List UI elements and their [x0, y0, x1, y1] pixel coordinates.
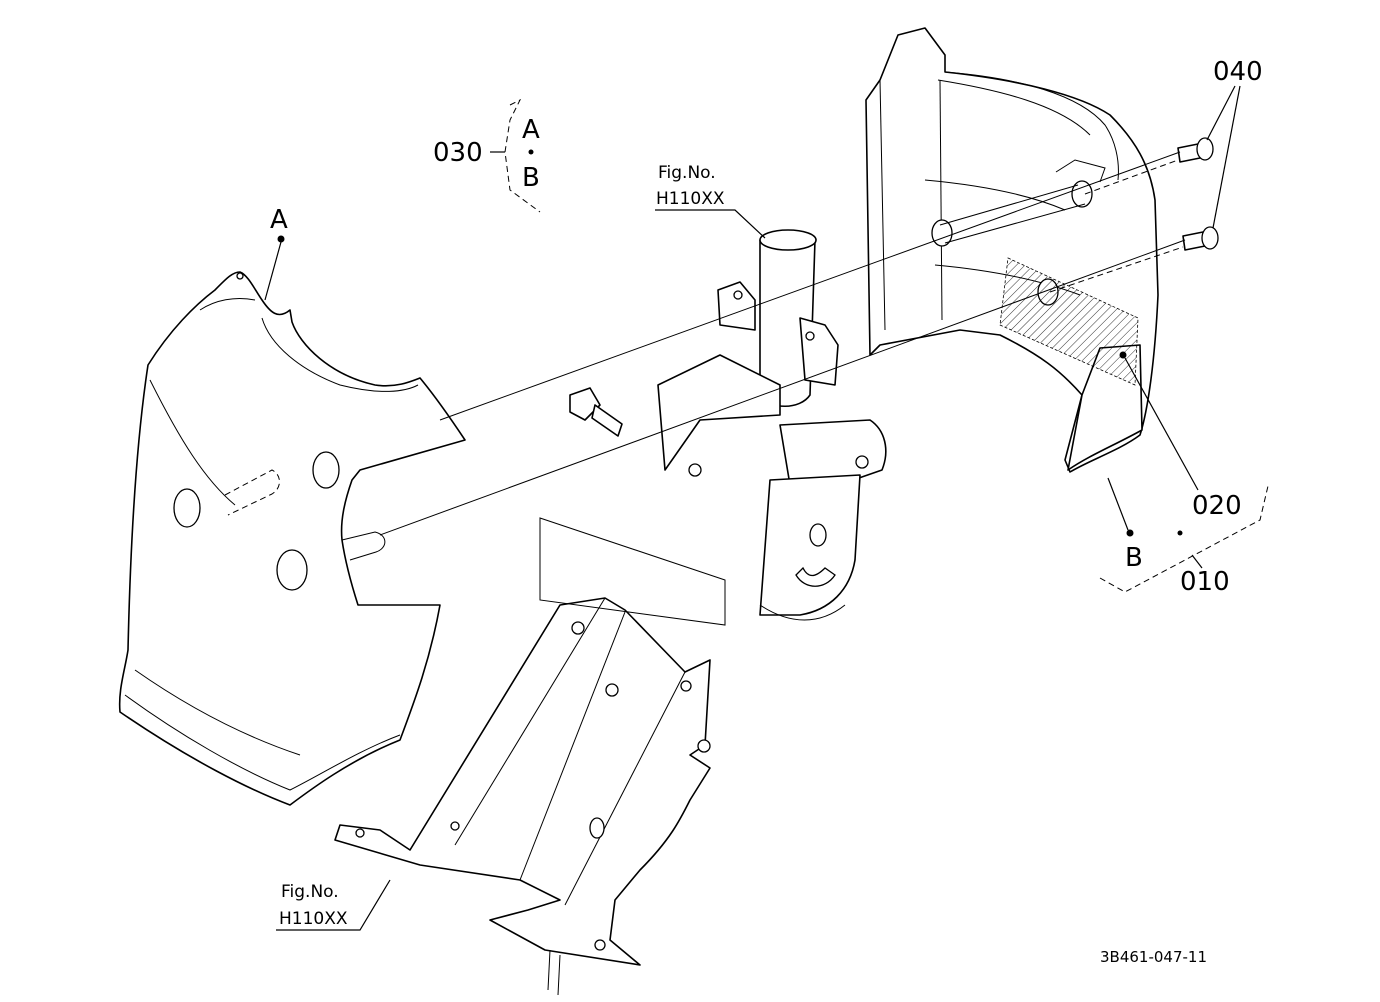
callout-020-label: 020 — [1192, 491, 1242, 521]
steering-column-bracket[interactable] — [657, 229, 887, 621]
right-cover-panel[interactable] — [865, 27, 1159, 473]
ref-a-main-callout: A — [264, 205, 288, 301]
steering-stand-frame[interactable] — [334, 597, 711, 996]
figure-reference-top: Fig.No. H110XX — [655, 163, 766, 239]
drawing-number: 3B461-047-11 — [1100, 948, 1207, 966]
hatched-label-area — [999, 257, 1139, 386]
figure-ref-bottom-caption: Fig.No. — [281, 882, 339, 902]
callout-040: 040 — [1206, 57, 1263, 229]
ref-a-group-label: A — [522, 115, 540, 145]
figure-reference-bottom: Fig.No. H110XX — [276, 879, 391, 931]
figure-ref-bottom-code: H110XX — [279, 909, 348, 929]
callout-030-label: 030 — [433, 138, 483, 168]
cover-hole-left — [173, 488, 201, 528]
callout-040-label: 040 — [1213, 57, 1263, 87]
callout-030: 030 A B — [433, 98, 541, 213]
screw-lower[interactable] — [1182, 226, 1219, 251]
cover-hole-lower — [276, 549, 308, 591]
ref-b-group-label: B — [522, 163, 540, 193]
ref-a-main-label: A — [270, 205, 288, 235]
figure-ref-top-caption: Fig.No. — [658, 163, 716, 183]
callout-010-label: 010 — [1180, 567, 1230, 597]
left-cover-panel[interactable] — [118, 271, 466, 806]
screw-upper[interactable] — [1177, 137, 1214, 163]
callout-020: 020 — [1119, 351, 1242, 521]
ref-b-main-label: B — [1125, 543, 1143, 573]
flange-bolt[interactable] — [569, 387, 623, 437]
callout-010: B 010 — [1099, 477, 1269, 597]
cover-hole-upper — [312, 451, 340, 489]
assembly-lines — [379, 151, 1186, 626]
figure-ref-top-code: H110XX — [656, 189, 725, 209]
